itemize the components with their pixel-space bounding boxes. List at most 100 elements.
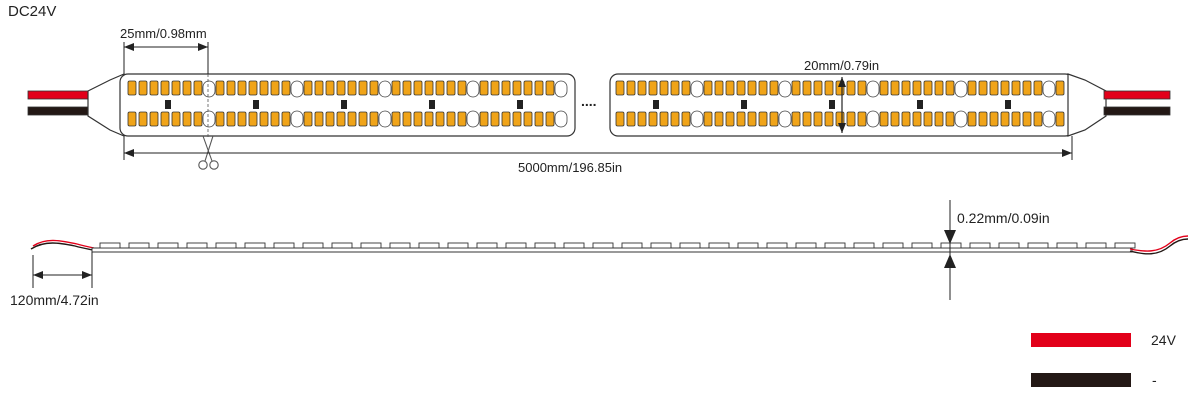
led-chip [215,111,225,127]
side-led-chip [882,242,904,249]
led-chip [703,111,713,127]
led-chip [259,80,269,96]
led-chip [824,80,834,96]
led-chip [835,111,845,127]
led-chip [934,111,944,127]
side-led-chip [244,242,266,249]
side-led-chip [186,242,208,249]
led-chip [791,111,801,127]
led-chip [127,80,137,96]
led-chip [358,111,368,127]
strip-side-view [30,235,1189,255]
side-led-chip [215,242,237,249]
solder-pad [954,80,968,98]
led-chip [758,80,768,96]
resistor [653,100,659,109]
led-chip [615,80,625,96]
led-chip [1022,111,1032,127]
resistor [253,100,259,109]
right-red-wire [1103,90,1171,100]
led-chip [512,111,522,127]
side-led-chip [911,242,933,249]
resistor [917,100,923,109]
legend-red-swatch [1031,333,1131,347]
side-led-chip [1085,242,1107,249]
solder-pad [778,80,792,98]
solder-pad [866,80,880,98]
led-chip [967,80,977,96]
led-chip [160,111,170,127]
led-chip [1011,80,1021,96]
led-chip [424,80,434,96]
led-chip [237,111,247,127]
led-chip [193,80,203,96]
solder-pad [1042,80,1056,98]
led-chip [358,80,368,96]
led-chip [1033,111,1043,127]
led-chip [182,80,192,96]
led-chip [248,80,258,96]
led-chip [303,80,313,96]
led-chip [138,111,148,127]
left-red-wire [27,90,91,100]
led-chip [835,80,845,96]
strip-top-view: .... [27,73,1171,137]
led-chip [534,80,544,96]
side-right-wire [1129,238,1189,255]
led-chip [1055,80,1065,96]
led-chip [670,80,680,96]
led-chip [1022,80,1032,96]
legend-negative-label: - [1152,372,1157,388]
led-chip [813,80,823,96]
led-chip [945,80,955,96]
voltage-label: DC24V [8,3,56,20]
left-black-wire [27,106,91,116]
solder-pad [466,80,480,98]
resistor [741,100,747,109]
side-led-chip [621,242,643,249]
side-led-chip [824,242,846,249]
solder-pad [466,110,480,128]
solder-pad [290,80,304,98]
led-chip [369,111,379,127]
led-chip [879,80,889,96]
led-chip [149,111,159,127]
led-chip [479,80,489,96]
led-chip [435,111,445,127]
led-chip [615,111,625,127]
thickness-label: 0.22mm/0.09in [957,210,1050,226]
side-led-chip [302,242,324,249]
width-dimension: 20mm/0.79in [804,58,879,133]
led-chip [314,111,324,127]
solder-pad [378,80,392,98]
wire-legend: 24V - [1031,332,1177,388]
led-chip [637,111,647,127]
side-led-chip [331,242,353,249]
led-chip [714,80,724,96]
led-chip [857,80,867,96]
side-led-chip [505,242,527,249]
led-chip [725,80,735,96]
led-chip [281,111,291,127]
led-chip [901,80,911,96]
solder-pad [554,80,568,98]
led-chip [171,111,181,127]
side-led-chip [273,242,295,249]
led-chip [736,111,746,127]
cut-pitch-label: 25mm/0.98mm [120,26,207,41]
led-chip [923,111,933,127]
side-led-chip [998,242,1020,249]
led-chip [402,111,412,127]
led-chip [171,80,181,96]
led-chip [791,80,801,96]
lead-length-dimension: 120mm/4.72in [10,252,99,308]
solder-pad [690,80,704,98]
side-led-chip [1114,242,1136,249]
led-chip [901,111,911,127]
led-chip [446,111,456,127]
side-led-chip [853,242,875,249]
led-chip [523,111,533,127]
led-chip [248,111,258,127]
side-left-wire-red [32,239,95,249]
solder-pad [202,110,216,128]
